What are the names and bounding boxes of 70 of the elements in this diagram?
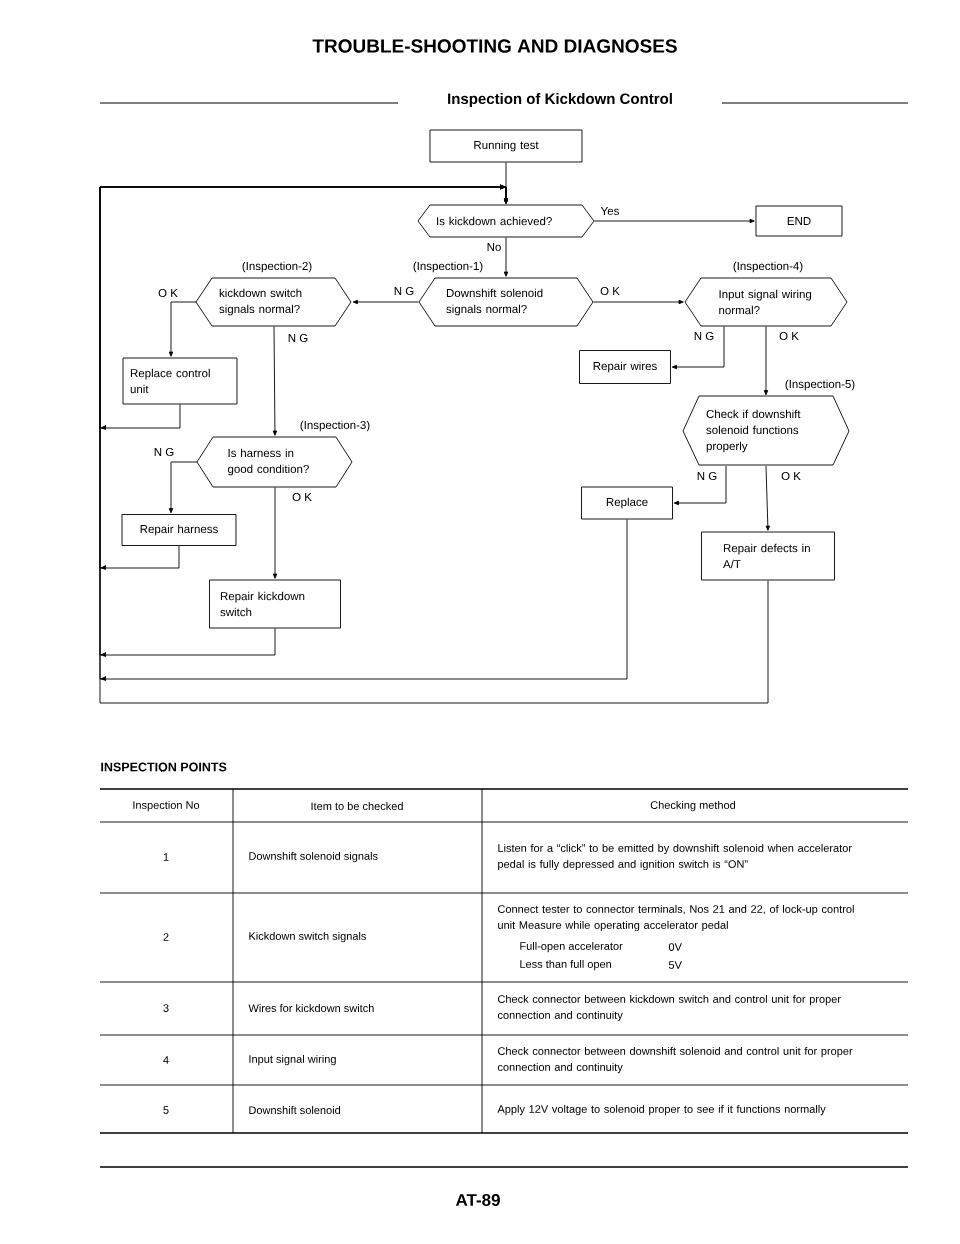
process-box: Running test [429, 129, 583, 163]
process-box: Repair harness [121, 514, 237, 546]
process-box: END [755, 205, 843, 237]
decision-hexagon: Is kickdown achieved? [417, 204, 595, 238]
cell-text: Apply 12V voltage to solenoid proper to see if it functions normally [497, 1104, 826, 1116]
cell-text: 2 [163, 933, 169, 941]
cell-text: Full-open accelerator [520, 941, 623, 953]
arrow [352, 299, 419, 305]
arrow [503, 237, 509, 277]
arrow [99, 184, 769, 704]
arrow [272, 326, 278, 436]
cell-text: Less than full open [520, 959, 612, 971]
cell-text: Input signal wiring [249, 1054, 336, 1066]
cell-text: 0V [668, 943, 682, 951]
arrow [671, 326, 725, 370]
cell-text: Check connector between downshift solenoid and control unit for proper connection and continuity [497, 1046, 853, 1074]
page-title: TROUBLE-SHOOTING AND DIAGNOSES [312, 39, 677, 53]
edge-label: O K [157, 287, 179, 299]
edge-label: N G [286, 332, 310, 344]
arrow [763, 326, 769, 396]
process-box: Replace [581, 486, 673, 520]
cell-text: 3 [163, 1004, 169, 1012]
decision-hexagon: Downshift solenoid signals normal? [418, 277, 594, 327]
edge-label: O K [291, 491, 313, 503]
cell-text: Wires for kickdown switch [248, 1003, 374, 1013]
inspection-note: (Inspection-3) [300, 420, 370, 432]
arrow [594, 218, 755, 224]
decision-hexagon: Is harness in good condition? [196, 436, 353, 488]
cell-text: Downshift solenoid [249, 1105, 341, 1115]
column-header: Checking method [650, 800, 736, 812]
cell-text: Listen for a “click” to be emitted by downshift solenoid when accelerator pedal is fully depressed and ignition switch is “ON” [498, 843, 852, 871]
edge-label: O K [599, 285, 621, 297]
arrow [673, 465, 727, 506]
cell-text: 5 [163, 1106, 169, 1114]
cell-text: 5V [668, 961, 682, 969]
edge-label: N G [692, 330, 716, 342]
column-header: Item to be checked [311, 801, 403, 811]
edge-label: N G [392, 285, 416, 297]
arrow [168, 301, 197, 357]
decision-hexagon: Input signal wiring normal? [684, 277, 848, 327]
decision-hexagon: kickdown switch signals normal? [195, 277, 352, 327]
cell-text: 4 [163, 1056, 169, 1064]
arrow [272, 487, 278, 579]
cell-text: Connect tester to connector terminals, Nos 21 and 22, of lock-up control unit Measure while operating accelerator pedal [498, 904, 854, 932]
edge-label: N G [152, 446, 176, 458]
process-box: Repair wires [579, 350, 671, 384]
cell-text: 1 [163, 853, 169, 861]
cell-text: Downshift solenoid signals [249, 851, 378, 863]
arrow [593, 299, 684, 305]
process-box: Replace control unit [122, 357, 238, 405]
section-heading: INSPECTION POINTS [101, 762, 227, 772]
decision-hexagon: Check if downshift solenoid functions properly [682, 395, 850, 466]
column-header: Inspection No [133, 800, 200, 812]
inspection-note: (Inspection-2) [242, 261, 312, 273]
cell-text: Check connector between kickdown switch and control unit for proper connection and continuity [497, 994, 841, 1022]
process-box: Repair kickdown switch [209, 579, 341, 629]
edge-label: N G [695, 470, 719, 482]
process-box: Repair defects in A/T [701, 531, 835, 581]
subtitle: Inspection of Kickdown Control [448, 93, 672, 107]
edge-label: O K [778, 330, 800, 342]
inspection-note: (Inspection-5) [785, 379, 855, 391]
cell-text: Kickdown switch signals [249, 931, 366, 943]
edge-label: O K [780, 470, 802, 482]
inspection-note: (Inspection-1) [413, 261, 483, 273]
page-number: AT-89 [455, 1194, 500, 1207]
inspection-note: (Inspection-4) [733, 261, 803, 273]
edge-label: Yes [599, 206, 621, 216]
arrow [168, 461, 198, 514]
arrow [765, 465, 770, 531]
edge-label: No [485, 242, 503, 252]
